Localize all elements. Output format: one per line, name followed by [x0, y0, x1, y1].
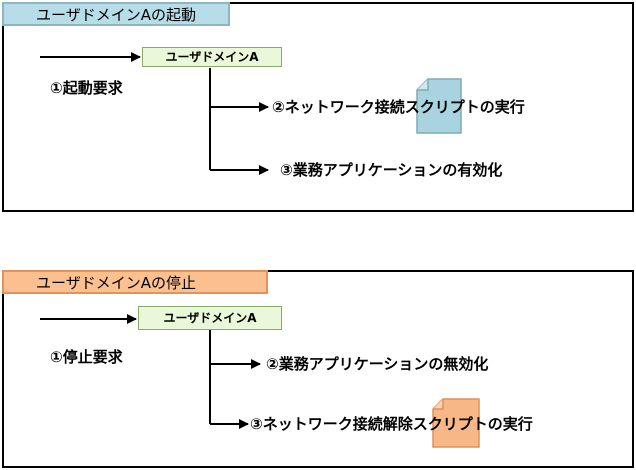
- script-document-icon: [432, 398, 480, 448]
- start-request-label: ①起動要求: [50, 79, 123, 97]
- start-step3-label: ③業務アプリケーションの有効化: [280, 161, 503, 179]
- start-step2-label: ②ネットワーク接続スクリプトの実行: [272, 98, 525, 116]
- stop-domain-box: ユーザドメインA: [138, 306, 282, 330]
- stop-step3-label: ③ネットワーク接続解除スクリプトの実行: [250, 415, 533, 433]
- stop-section-title: ユーザドメインAの停止: [2, 270, 268, 294]
- stop-step2-label: ②業務アプリケーションの無効化: [266, 355, 489, 373]
- stop-section-panel: [2, 270, 634, 468]
- start-section-panel: [2, 2, 634, 212]
- start-domain-box: ユーザドメインA: [142, 47, 282, 67]
- script-document-icon: [416, 78, 462, 134]
- start-section-title: ユーザドメインAの起動: [2, 2, 230, 26]
- stop-request-label: ①停止要求: [50, 348, 123, 366]
